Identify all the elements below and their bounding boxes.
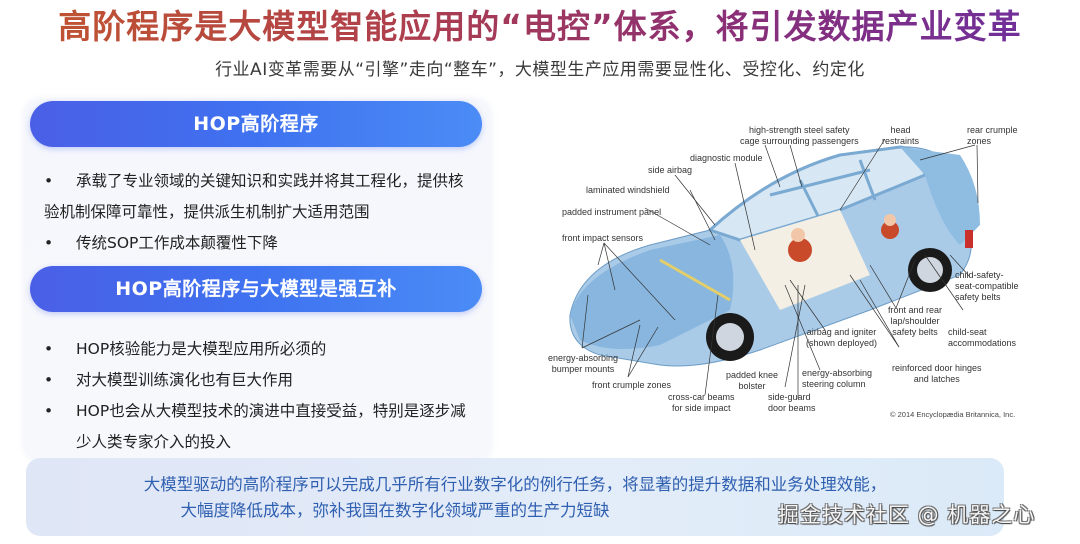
summary-line-1: 大模型驱动的高阶程序可以完成几乎所有行业数字化的例行任务，将显著的提升数据和业务…: [143, 475, 887, 494]
label-side-airbag: side airbag: [648, 165, 693, 175]
summary-banner: [26, 458, 1004, 536]
bullet-item: •对大模型训练演化也有巨大作用: [44, 365, 474, 396]
watermark: 掘金技术社区 @ 机器之心: [778, 503, 1036, 527]
label-front-crumple: front crumple zones: [592, 380, 672, 390]
bullet-dot-icon: •: [44, 234, 54, 252]
diagram-copyright: © 2014 Encyclopædia Britannica, Inc.: [890, 410, 1016, 419]
complement-bullet-list: •HOP核验能力是大模型应用所必须的 •对大模型训练演化也有巨大作用 •HOP也…: [44, 334, 474, 458]
bullet-dot-icon: •: [44, 172, 54, 190]
car-illustration-icon: [569, 138, 980, 399]
bullet-item: •HOP也会从大模型技术的演进中直接受益，特别是逐步减少人类专家介入的投入: [44, 396, 474, 458]
label-front-impact-sensors: front impact sensors: [562, 233, 644, 243]
bullet-dot-icon: •: [44, 340, 54, 358]
summary-line-2: 大幅度降低成本，弥补我国在数字化领域严重的生产力短缺: [180, 501, 610, 520]
label-diagnostic-module: diagnostic module: [690, 153, 763, 163]
label-padded-instrument-panel: padded instrument panel: [562, 207, 662, 217]
label-airbag-igniter: airbag and igniter(shown deployed): [806, 327, 878, 348]
section-heading-hop: HOP高阶程序: [30, 101, 482, 147]
section-heading-complement: HOP高阶程序与大模型是强互补: [30, 266, 482, 312]
bullet-item: •传统SOP工作成本颠覆性下降: [44, 228, 474, 259]
page-title: 高阶程序是大模型智能应用的“电控”体系，将引发数据产业变革: [0, 6, 1080, 48]
bullet-dot-icon: •: [44, 402, 54, 420]
page-subtitle: 行业AI变革需要从“引擎”走向“整车”，大模型生产应用需要显性化、受控化、约定化: [215, 60, 865, 80]
summary-text: 大模型驱动的高阶程序可以完成几乎所有行业数字化的例行任务，将显著的提升数据和业务…: [26, 472, 1004, 524]
bullet-item: •HOP核验能力是大模型应用所必须的: [44, 334, 474, 365]
bullet-item: •承载了专业领域的关键知识和实践并将其工程化，提供核验机制保障可靠性，提供派生机…: [44, 166, 474, 228]
label-laminated-windshield: laminated windshield: [586, 185, 670, 195]
hop-bullet-list: •承载了专业领域的关键知识和实践并将其工程化，提供核验机制保障可靠性，提供派生机…: [44, 166, 474, 259]
bullet-dot-icon: •: [44, 371, 54, 389]
